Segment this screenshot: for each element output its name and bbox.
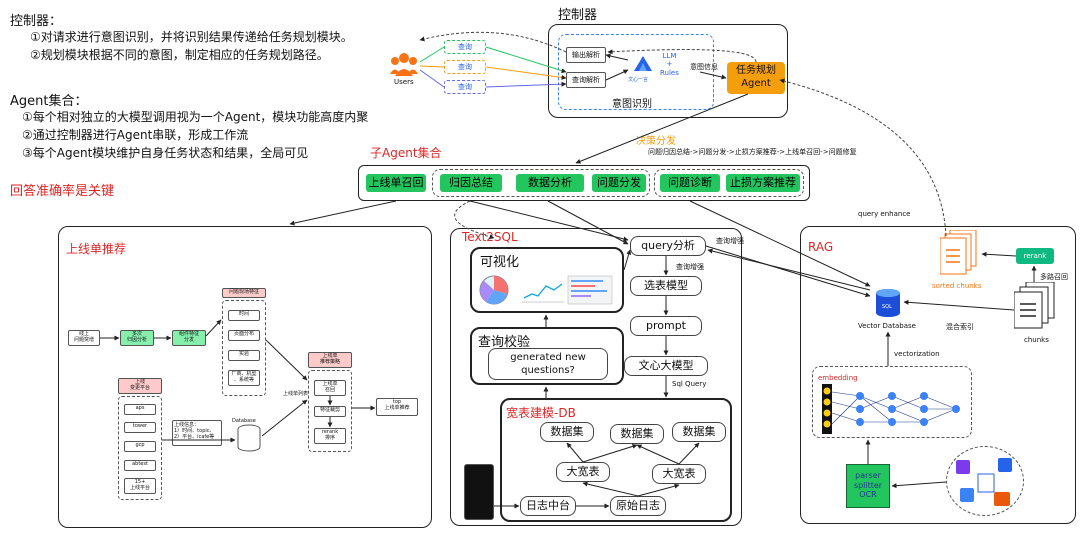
- alarm-box: 线上 问题突增: [68, 330, 100, 346]
- multi-attr-box: 多次 归因分析: [120, 330, 154, 346]
- platform-tower: tower: [124, 422, 156, 433]
- users-icon: [390, 52, 418, 76]
- wenxin-label: 文心一言: [628, 77, 649, 83]
- strategy-frame: [308, 370, 352, 452]
- agent-stop-loss: 止损方案推荐: [726, 174, 800, 192]
- platform-gcp: gcp: [124, 441, 156, 452]
- task-planning-agent: 任务规划 Agent: [727, 62, 785, 94]
- visualize-charts-icon: [476, 272, 616, 308]
- agent-heading: Agent集合：: [10, 94, 88, 109]
- feat-exp: 实验: [228, 350, 260, 361]
- query-parse-box: 查询解析: [566, 72, 606, 88]
- decision-label: 决策分发: [636, 136, 676, 147]
- issue-feat-frame: [222, 300, 266, 396]
- vectorization-label: vectorization: [894, 350, 940, 358]
- intent-recognition-label: 意图识别: [612, 99, 652, 110]
- chunks-label: chunks: [1024, 336, 1049, 344]
- embedding-label: embedding: [818, 374, 858, 382]
- info-card: 上线信息： 1）时间、topic、 2）平台、icafe等: [172, 420, 222, 446]
- sub-agents-title: 子Agent集合: [370, 146, 442, 160]
- generated-questions-node: generated new questions?: [488, 348, 608, 380]
- output-parse-box: 输出解析: [566, 47, 606, 63]
- query-enhance-label-1: 查询增强: [716, 237, 744, 245]
- pipeline-label: 问题归因总结->问题分发->止损方案推荐->上线单召回->问题修复: [648, 148, 857, 156]
- vector-db-icon: [874, 288, 902, 318]
- controller-title: 控制器: [558, 8, 598, 23]
- parser-box: parser splitter OCR: [846, 464, 890, 508]
- neural-net-icon: [820, 382, 970, 436]
- wenxin-icon: [630, 53, 656, 75]
- raw-log-node: 原始日志: [610, 496, 666, 516]
- dataset-1: 数据集: [540, 422, 594, 442]
- chunks-icon: [1014, 282, 1058, 330]
- controller-line-1: ①对请求进行意图识别，并将识别结果传递给任务规划模块。: [30, 30, 353, 44]
- office-docs-icon: [954, 456, 1020, 512]
- database-icon: [236, 424, 262, 452]
- agent-online-recall: 上线单召回: [366, 174, 426, 192]
- sorted-chunks-icon: [940, 230, 980, 278]
- dataset-3: 数据集: [672, 422, 726, 442]
- query-box-1: 查询: [444, 40, 486, 54]
- users-label: Users: [394, 78, 414, 86]
- wenxin-model-node: 文心大模型: [624, 356, 708, 376]
- query-enhance-rag-label: query enhance: [858, 210, 911, 218]
- feature-gen-box: 组件特征 分发: [172, 330, 206, 346]
- log-center-node: 日志中台: [520, 496, 576, 516]
- multi-recall-label: 多路召回: [1040, 273, 1068, 281]
- agent-attribution-summary: 归因总结: [440, 174, 502, 192]
- database-label: Database: [232, 418, 256, 424]
- agent-line-2: ②通过控制器进行Agent串联，形成工作流: [22, 128, 249, 142]
- llm-rules-label: LLM + Rules: [660, 52, 679, 77]
- online-rec-title: 上线单推荐: [66, 242, 127, 256]
- strategy-trim: 特征裁剪: [314, 406, 346, 417]
- wide-table-1: 大宽表: [556, 462, 610, 482]
- query-box-3: 查询: [444, 80, 486, 94]
- text2sql-title: Text2SQL: [462, 230, 518, 244]
- sub-agent-group-a: [432, 169, 650, 197]
- online-only-label: 上线单列表: [283, 391, 309, 397]
- table-select-node: 选表模型: [630, 276, 702, 296]
- platform-frame: [118, 396, 162, 500]
- feat-time: 时间: [228, 310, 260, 321]
- platform-more: 15+ 上线平台: [124, 478, 156, 494]
- platform-title: 上线 变更平台: [118, 378, 162, 394]
- strategy-title: 上线单 推荐策略: [308, 352, 352, 368]
- agent-data-analysis: 数据分析: [516, 174, 584, 192]
- sql-label: SQL: [882, 304, 892, 310]
- query-box-2: 查询: [444, 60, 486, 74]
- top-box: top 上线单推荐: [376, 398, 418, 416]
- hybrid-index-label: 混合索引: [946, 323, 974, 331]
- accuracy-note: 回答准确率是关键: [10, 184, 115, 199]
- sorted-chunks-label: sorted chunks: [932, 282, 982, 290]
- visualize-title: 可视化: [480, 255, 520, 270]
- prompt-node: prompt: [630, 316, 702, 336]
- feat-vendor: 厂商、机型 、系统等: [228, 370, 260, 386]
- rerank-box: rerank: [1016, 248, 1054, 264]
- agent-line-1: ①每个相对独立的大模型调用视为一个Agent，模块功能高度内聚: [22, 110, 369, 124]
- agent-line-3: ③每个Agent模块维护自身任务状态和结果，全局可见: [22, 146, 309, 160]
- wide-table-2: 大宽表: [652, 464, 706, 484]
- feat-page: 页面分布: [228, 330, 260, 341]
- intent-info-label: 意图信息: [690, 63, 718, 71]
- strategy-rerank: rerank 排序: [314, 428, 346, 444]
- query-analysis-node: query分析: [630, 236, 706, 256]
- sql-query-label: Sql Query: [672, 380, 707, 388]
- query-check-title: 查询校验: [478, 335, 531, 350]
- platform-abtest: abtest: [124, 460, 156, 471]
- agent-issue-diagnosis: 问题诊断: [660, 174, 720, 192]
- embedding-frame: [812, 366, 972, 438]
- platform-aps: aps: [124, 404, 156, 415]
- controller-line-2: ②规划模块根据不同的意图，制定相应的任务规划路径。: [30, 48, 329, 62]
- vector-db-label: Vector Database: [858, 322, 916, 330]
- dataset-2: 数据集: [610, 424, 664, 444]
- issue-feat-title: 问题现场特征: [222, 288, 266, 298]
- strategy-recall: 上线单 召回: [314, 380, 346, 396]
- rag-title: RAG: [808, 240, 834, 254]
- docs-circle: [946, 446, 1024, 516]
- wide-table-title: 宽表建模-DB: [506, 406, 576, 420]
- agent-issue-dispatch: 问题分发: [592, 174, 646, 192]
- query-enhance-label-2: 查询增强: [676, 263, 704, 271]
- phone-icon: [464, 464, 494, 520]
- controller-heading: 控制器：: [10, 14, 63, 29]
